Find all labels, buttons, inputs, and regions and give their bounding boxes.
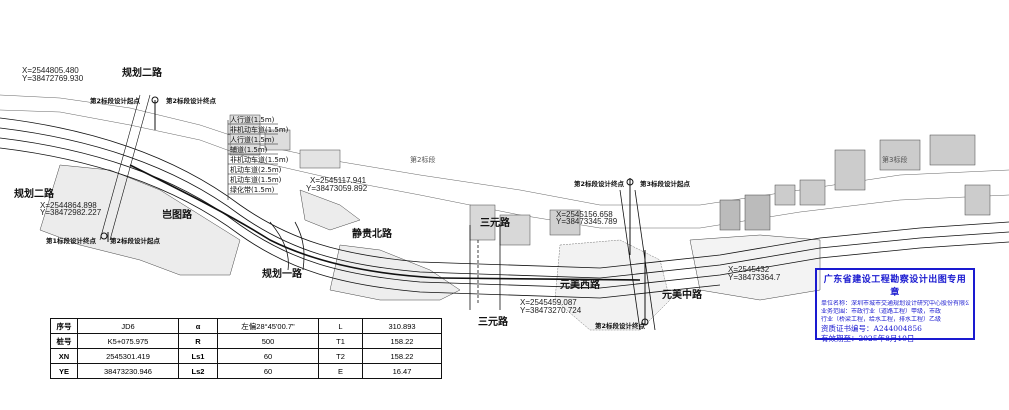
curve-table-cell: JD6 [77,318,179,334]
road-name-yuanmei-mid: 元美中路 [662,288,703,301]
lane-label: 辅道(1.5m) [230,145,268,154]
curve-table-cell: T2 [318,348,363,364]
curve-table-cell: L [318,318,363,334]
coord-lower-y: Y=38473270.724 [520,306,582,315]
urban-context [0,94,1009,331]
stamp-line-2: 业务范围：市政行业（道路工程）甲级，市政 [821,308,942,315]
main-road [0,117,1009,299]
coord-lower-x: X=2545459.087 [520,298,577,307]
road-name-sanyuan-bottom: 三元路 [478,315,509,328]
road-name-qiantu: 岂图路 [162,208,193,221]
lane-label: 非机动车道(1.5m) [230,155,289,164]
road-name-yuanmei-west: 元美西路 [560,278,601,291]
lane-label: 人行道(1.5m) [230,135,275,144]
coord-center-y: Y=38473059.892 [306,184,368,193]
curve-table-cell: 38473230.946 [77,363,179,379]
curve-table-cell: 158.22 [362,333,442,349]
segment-label-lot3: 第3标段 [882,155,907,164]
stamp-line-5: 有效期至：2025年8月10日 [821,334,915,343]
coord-right-y: Y=38473345.789 [556,217,618,226]
coord-top-left-x: X=2544805.480 [22,66,79,75]
marker-lot2-end-bottom: 第2标段设计终点 [595,321,646,330]
curve-table-cell: R [178,333,218,349]
curve-table-cell: 2545301.419 [77,348,179,364]
road-name-guihua2-left: 规划二路 [14,187,55,200]
coord-far-right-y: Y=38473364.7 [728,273,781,282]
curve-table-cell: T1 [318,333,363,349]
coord-left-y: Y=38472982.227 [40,208,102,217]
road-name-sanyuan-top: 三元路 [480,216,511,229]
road-name-guihua1: 规划一路 [262,267,303,280]
coord-right-x: X=2545156.658 [556,210,613,219]
curve-table-cell: 60 [217,348,319,364]
road-name-jinggui-north: 静贵北路 [352,227,393,240]
marker-lot3-start-right: 第3标段设计起点 [640,179,691,188]
curve-table-cell: 60 [217,363,319,379]
design-seal-stamp: 广东省建设工程勘察设计出图专用章 单位名称：深圳市城市交通规划设计研究中心股份有… [815,268,975,343]
marker-lot1-end-left: 第1标段设计终点 [46,236,97,245]
curve-table-cell: Ls2 [178,363,218,379]
stamp-title: 广东省建设工程勘察设计出图专用章 [823,275,967,298]
coord-left-x: X=2544864.898 [40,201,97,210]
lane-label: 非机动车道(1.5m) [230,125,289,134]
curve-table-cell: YE [50,363,78,379]
stamp-line-3: 行业（桥梁工程，给水工程，排水工程）乙级 [821,316,942,323]
lane-label: 机动车道(1.5m) [230,175,282,184]
curve-table-cell: XN [50,348,78,364]
marker-lot2-end-right: 第2标段设计终点 [574,179,625,188]
curve-table-cell: 左偏28°45'00.7" [217,318,319,334]
curve-table-cell: 桩号 [50,333,78,349]
curve-table-cell: E [318,363,363,379]
marker-lot2-start-left: 第2标段设计起点 [110,236,161,245]
coord-far-right-x: X=2545432 [728,265,770,274]
curve-table-cell: K5+075.975 [77,333,179,349]
cross-roads [99,94,656,331]
coord-top-left-y: Y=38472769.930 [22,74,84,83]
coord-center-x: X=2545117.941 [310,176,367,185]
curve-table-cell: Ls1 [178,348,218,364]
curve-table-cell: α [178,318,218,334]
curve-table-cell: 序号 [50,318,78,334]
marker-lot2-end-top: 第2标段设计终点 [166,96,217,105]
lane-label: 机动车道(2.5m) [230,165,282,174]
lane-label: 人行道(1.5m) [230,115,275,124]
lot-markers [100,96,649,326]
lane-callouts: 人行道(1.5m)非机动车道(1.5m)人行道(1.5m)辅道(1.5m)非机动… [227,115,289,200]
lane-label: 绿化带(1.5m) [230,185,275,194]
road-name-guihua2-top: 规划二路 [122,66,163,79]
marker-lot2-start-top: 第2标段设计起点 [90,96,141,105]
stamp-line-1: 单位名称：深圳市城市交通规划设计研究中心股份有限公司 [821,300,969,307]
curve-table-cell: 310.893 [362,318,442,334]
curve-table-cell: 500 [217,333,319,349]
stamp-line-4: 资质证书编号：A244004856 [821,324,922,333]
curve-table-cell: 16.47 [362,363,442,379]
segment-label-lot2: 第2标段 [410,155,435,164]
curve-table-cell: 158.22 [362,348,442,364]
